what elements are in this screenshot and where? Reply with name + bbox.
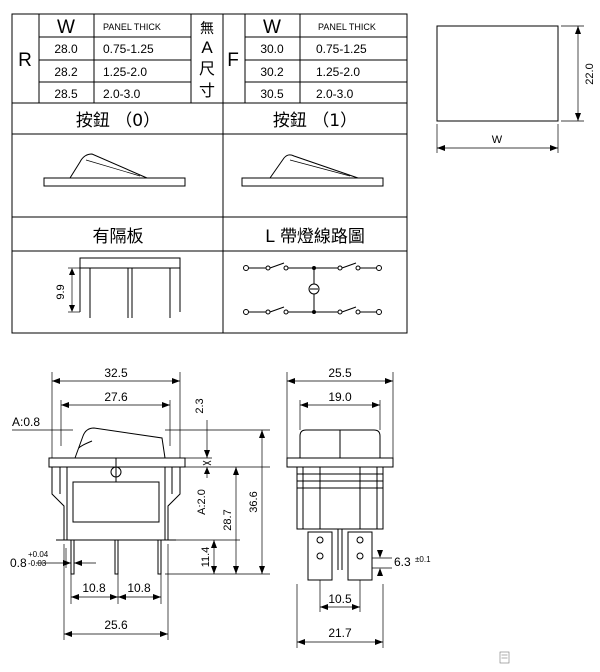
r-row-3-w: 28.5 [54,87,78,101]
cutout-width-label: W [492,134,503,146]
front-body-height: 28.7 [222,509,234,530]
r-row-2-panel: 1.25-2.0 [103,65,147,79]
side-top-width: 25.5 [328,366,352,380]
partition-dimension: 9.9 [55,284,67,299]
r-row-1-panel: 0.75-1.25 [103,42,154,56]
f-col-panel: PANEL THICK [318,22,376,32]
f-series-letter: F [227,50,239,71]
button-0-label: 按鈕 （0） [76,111,160,131]
tolerance-plus: +0.04 [28,550,49,559]
front-base-width: 25.6 [104,618,128,632]
r-col-panel: PANEL THICK [103,22,161,32]
f-row-1-w: 30.0 [260,42,284,56]
side-bottom-width: 21.7 [328,626,352,640]
spec-table [11,13,408,334]
partition-label: 有隔板 [93,227,144,247]
front-a2-label: A:2.0 [196,489,208,515]
f-col-w: W [263,17,281,38]
terminal-tolerance: ±0.1 [415,555,431,564]
pin-pitch-2: 10.8 [127,581,151,595]
tolerance-base: 0.8 [10,556,27,570]
cutout-height-label: 22.0 [584,63,596,84]
r-row-3-panel: 2.0-3.0 [103,87,141,101]
side-cap-width: 19.0 [328,390,352,404]
middle-char-2: A [201,38,213,57]
stamp-mark [499,651,510,664]
middle-char-4: 寸 [199,81,215,100]
r-row-1-w: 28.0 [54,42,78,56]
front-pin-length: 11.4 [200,547,212,568]
terminal-gap: 10.5 [328,592,352,606]
r-row-2-w: 28.2 [54,65,78,79]
front-top-offset: 2.3 [194,398,206,413]
f-row-3-panel: 2.0-3.0 [316,87,354,101]
partition-illustration [68,257,181,318]
r-col-w: W [57,17,75,38]
side-view-drawing [286,372,394,648]
terminal-width: 6.3 [394,555,411,569]
f-row-2-w: 30.2 [260,65,284,79]
front-total-height: 36.6 [248,491,260,512]
rocker-position-0-illustration [43,153,186,187]
rocker-position-1-illustration [241,154,384,187]
pin-pitch-1: 10.8 [82,581,106,595]
front-view-drawing [12,372,270,640]
front-a-label: A:0.8 [12,415,40,429]
front-overall-width: 32.5 [104,366,128,380]
circuit-label: L 帶燈線路圖 [265,227,365,247]
f-row-2-panel: 1.25-2.0 [316,65,360,79]
middle-char-1: 無 [200,21,214,37]
front-inner-width: 27.6 [104,390,128,404]
middle-char-3: 尺 [199,59,215,78]
r-series-letter: R [18,50,32,71]
panel-cutout [436,25,584,153]
f-row-3-w: 30.5 [260,87,284,101]
circuit-diagram [243,262,382,315]
tolerance-minus: -0.03 [28,559,47,568]
button-1-label: 按鈕 （1） [273,111,357,131]
f-row-1-panel: 0.75-1.25 [316,42,367,56]
